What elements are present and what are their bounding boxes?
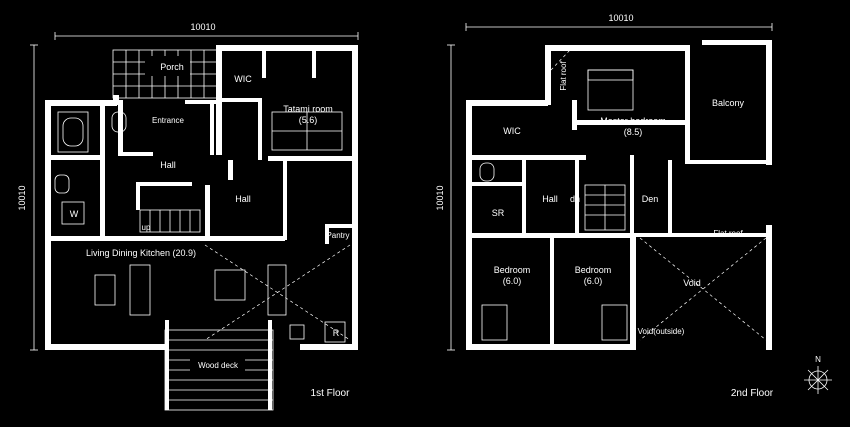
toilet-icon — [111, 111, 127, 133]
washer-icon — [61, 201, 85, 225]
dimension-height-2f: 10010 — [435, 185, 445, 210]
dimension-width-1f: 10010 — [190, 22, 215, 32]
toilet-2f-icon — [479, 162, 495, 182]
flat-roof-right: Flat roof — [713, 229, 743, 238]
dimension-lines — [30, 23, 773, 351]
compass-icon — [804, 366, 832, 394]
room-pantry: Pantry — [326, 231, 349, 240]
room-entrance: Entrance — [152, 116, 185, 125]
first-floor-title: 1st Floor — [311, 388, 351, 399]
bed-icon-2 — [601, 304, 628, 341]
dimension-height-1f: 10010 — [17, 185, 27, 210]
second-floor-plan: N Flat roof Master bedroom (8.5) Balcony… — [466, 40, 832, 394]
bathtub-icon — [57, 111, 89, 153]
room-void: Void — [683, 278, 701, 288]
second-floor-walls — [466, 40, 772, 350]
room-void-outside: Void(outside) — [638, 327, 685, 336]
second-floor-fixtures — [479, 49, 767, 341]
room-balcony: Balcony — [712, 98, 745, 108]
porch-tiles — [112, 49, 218, 99]
compass-north-label: N — [815, 355, 821, 364]
room-wic-2f: WIC — [503, 126, 521, 136]
first-floor-fixtures — [54, 111, 351, 343]
wood-deck-label: Wood deck — [198, 361, 239, 370]
room-bedroom-1-size: (6.0) — [503, 276, 522, 286]
room-master-size: (8.5) — [624, 127, 643, 137]
room-bedroom-2: Bedroom — [575, 265, 612, 275]
stairs-up-label: up — [142, 223, 151, 232]
sofa-table-icon — [94, 274, 116, 306]
wood-deck — [164, 320, 274, 411]
room-ldk: Living Dining Kitchen (20.9) — [86, 248, 196, 258]
dimension-width-2f: 10010 — [608, 13, 633, 23]
room-den: Den — [642, 194, 659, 204]
stairs-down-label: dn — [570, 194, 580, 204]
second-floor-title: 2nd Floor — [731, 388, 774, 399]
room-bedroom-1: Bedroom — [494, 265, 531, 275]
refrigerator-label: R — [333, 328, 340, 338]
flat-roof-top: Flat roof — [559, 61, 568, 91]
room-sr: SR — [492, 208, 505, 218]
room-tatami-size: (5.6) — [299, 115, 318, 125]
stove-icon — [289, 324, 305, 340]
room-wic-1f: WIC — [234, 74, 252, 84]
master-bed-icon — [587, 69, 634, 111]
room-hall-2f: Hall — [542, 194, 558, 204]
first-floor-walls — [45, 45, 358, 350]
kitchen-island-icon — [267, 264, 287, 316]
sink-icon — [54, 174, 70, 194]
first-floor-plan: Porch WIC Tatami room (5.6) Entrance Hal… — [45, 45, 358, 411]
bed-icon-1 — [481, 304, 508, 341]
washer-label: W — [70, 209, 79, 219]
sofa-icon — [129, 264, 151, 316]
room-hall-1f-a: Hall — [160, 160, 176, 170]
room-bedroom-2-size: (6.0) — [584, 276, 603, 286]
room-tatami: Tatami room — [283, 104, 333, 114]
dining-table-icon — [214, 269, 246, 301]
room-hall-1f-b: Hall — [235, 194, 251, 204]
refrigerator-icon — [324, 321, 346, 343]
room-porch: Porch — [160, 62, 184, 72]
room-master-bedroom: Master bedroom — [600, 116, 666, 126]
